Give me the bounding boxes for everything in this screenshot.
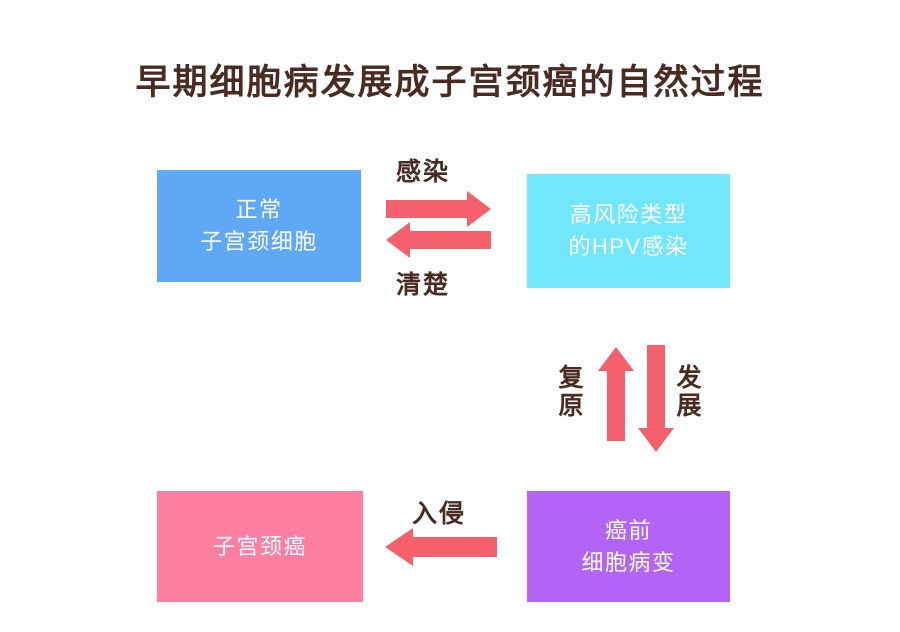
node-precancerous-lesion-line1: 癌前	[604, 517, 652, 543]
invasion-arrow	[385, 528, 497, 566]
arrow-label-infection: 感染	[396, 158, 451, 186]
node-high-risk-hpv-infection[interactable]: 高风险类型 的HPV感染	[527, 174, 730, 288]
clearance-arrow	[386, 222, 491, 258]
infection-arrow	[386, 191, 491, 227]
node-high-risk-hpv-infection-line2: 的HPV感染	[568, 234, 689, 259]
node-cervical-cancer-line1: 子宫颈癌	[212, 533, 307, 559]
progression-arrow	[638, 345, 674, 452]
arrow-label-clearance: 清楚	[396, 271, 451, 299]
node-normal-cervical-cells-line2: 子宫颈细胞	[200, 229, 318, 254]
page-title: 早期细胞病发展成子宫颈癌的自然过程	[135, 63, 765, 102]
node-precancerous-lesion-line2: 细胞病变	[581, 549, 676, 575]
arrow-label-restoration: 复原	[555, 364, 583, 420]
node-normal-cervical-cells[interactable]: 正常 子宫颈细胞	[157, 170, 361, 282]
arrow-label-progression: 发展	[673, 364, 701, 420]
restoration-arrow	[598, 347, 634, 441]
node-precancerous-lesion[interactable]: 癌前 细胞病变	[527, 491, 730, 602]
node-cervical-cancer[interactable]: 子宫颈癌	[157, 491, 363, 602]
arrow-label-invasion: 入侵	[412, 500, 467, 528]
node-normal-cervical-cells-line1: 正常	[235, 197, 283, 223]
node-high-risk-hpv-infection-line1: 高风险类型	[569, 202, 688, 228]
